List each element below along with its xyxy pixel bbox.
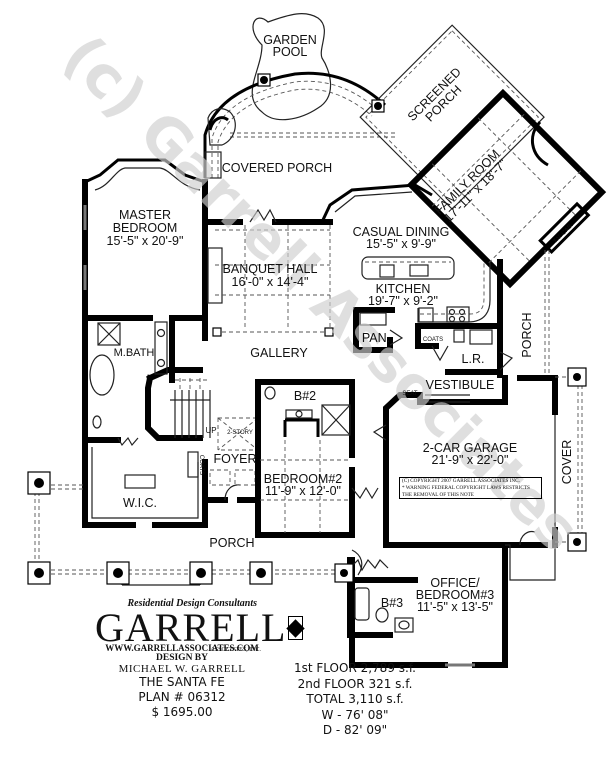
label-lr: L.R. [462,352,485,366]
label-garage-dims: 21'-9" x 22'-0" [432,453,509,467]
label-banquet-hall: BANQUET HALL [223,262,318,276]
screened-porch-walls [359,24,545,210]
label-garden-pool: GARDEN [263,33,316,47]
label-coats: COATS [423,337,443,343]
label-b3: B#3 [381,596,403,610]
label-garden-pool-2: POOL [273,45,308,59]
label-stair-up: UP [205,426,216,435]
square-footage-stats: 1st FLOOR 2,789 s.f. 2nd FLOOR 321 s.f. … [288,661,422,739]
label-porch-front: PORCH [209,536,254,550]
first-floor-sf: 1st FLOOR 2,789 s.f. [293,661,416,675]
total-sf: TOTAL 3,110 s.f. [306,692,404,706]
label-b2: B#2 [294,389,316,403]
logo-tagline: Residential Design Consultants [127,598,257,609]
covered-porch-arc [203,71,387,178]
plan-price: $ 1695.00 [151,705,213,719]
copyright-line-2: * WARNING FEDERAL COPYRIGHT LAWS RESTRIC… [402,485,530,491]
staircase [170,378,211,438]
width-dimension: W - 76' 08" [321,707,389,722]
family-room-walls [406,88,607,289]
label-porch-side: PORCH [520,312,534,357]
label-kitchen-dims: 19'-7" x 9'-2" [368,294,438,308]
label-wic: W.I.C. [123,496,157,510]
kitchen-island [361,256,455,280]
label-seat: SEAT [402,391,418,397]
label-foyer: FOYER [213,452,256,466]
copyright-note: (C) COPYRIGHT 2007 GARRELL ASSOCIATES IN… [399,477,542,499]
label-master-bedroom: MASTER [119,208,171,222]
label-master-bedroom-2: BEDROOM [113,221,178,235]
label-pantry: PAN. [362,331,390,345]
label-bedroom2-dims: 11'-9" x 12'-0" [265,484,341,498]
second-floor-sf: 2nd FLOOR 321 s.f. [297,676,413,691]
diamond-icon [286,616,306,640]
label-casual-dining: CASUAL DINING [353,225,450,239]
copyright-line-1: (C) COPYRIGHT 2007 GARRELL ASSOCIATES IN… [402,478,520,484]
wic-walls [82,437,208,528]
plan-credits: WWW.GARRELLASSOCIATES.COM DESIGN BY MICH… [92,643,272,720]
label-m-bath: M.BATH [114,347,155,359]
label-office-dims: 11'-5" x 13'-5" [417,600,493,614]
garrell-logo: Residential Design Consultants GARRELL A… [95,598,306,653]
website-link[interactable]: WWW.GARRELLASSOCIATES.COM [105,643,259,653]
label-casual-dining-dims: 15'-5" x 9'-9" [366,237,436,251]
garden-pool-outline [251,13,332,121]
copyright-line-3: THE REMOVAL OF THIS NOTE [402,492,474,498]
label-gallery: GALLERY [250,346,308,360]
label-foyer-coats: COATS [198,455,204,475]
logo-wordmark: GARRELL [95,605,287,650]
bedroom2-walls [255,379,355,538]
label-covered-porch: COVERED PORCH [222,161,332,175]
design-by-label: DESIGN BY [156,653,208,663]
label-vestibule: VESTIBULE [426,378,495,392]
master-bedroom-bay [84,158,206,184]
label-two-story: 2-STORY [227,430,253,436]
plan-name: THE SANTA FE [139,675,225,689]
label-kitchen: KITCHEN [376,282,431,296]
label-banquet-hall-dims: 16'-0" x 14'-4" [232,275,309,289]
label-bedroom2: BEDROOM#2 [264,472,343,486]
depth-dimension: D - 82' 09" [322,723,388,737]
label-master-bedroom-dims: 15'-5" x 20'-9" [107,234,184,248]
logo-suffix: ASSOCIATES, INC. [210,647,261,653]
designer-name: MICHAEL W. GARRELL [118,663,246,675]
porch-posts [27,73,587,585]
plan-number: PLAN # 06312 [138,690,226,704]
label-office: OFFICE/ [430,576,480,590]
label-cover: COVER [560,440,574,484]
label-office-2: BEDROOM#3 [416,588,495,602]
label-garage: 2-CAR GARAGE [423,441,517,455]
